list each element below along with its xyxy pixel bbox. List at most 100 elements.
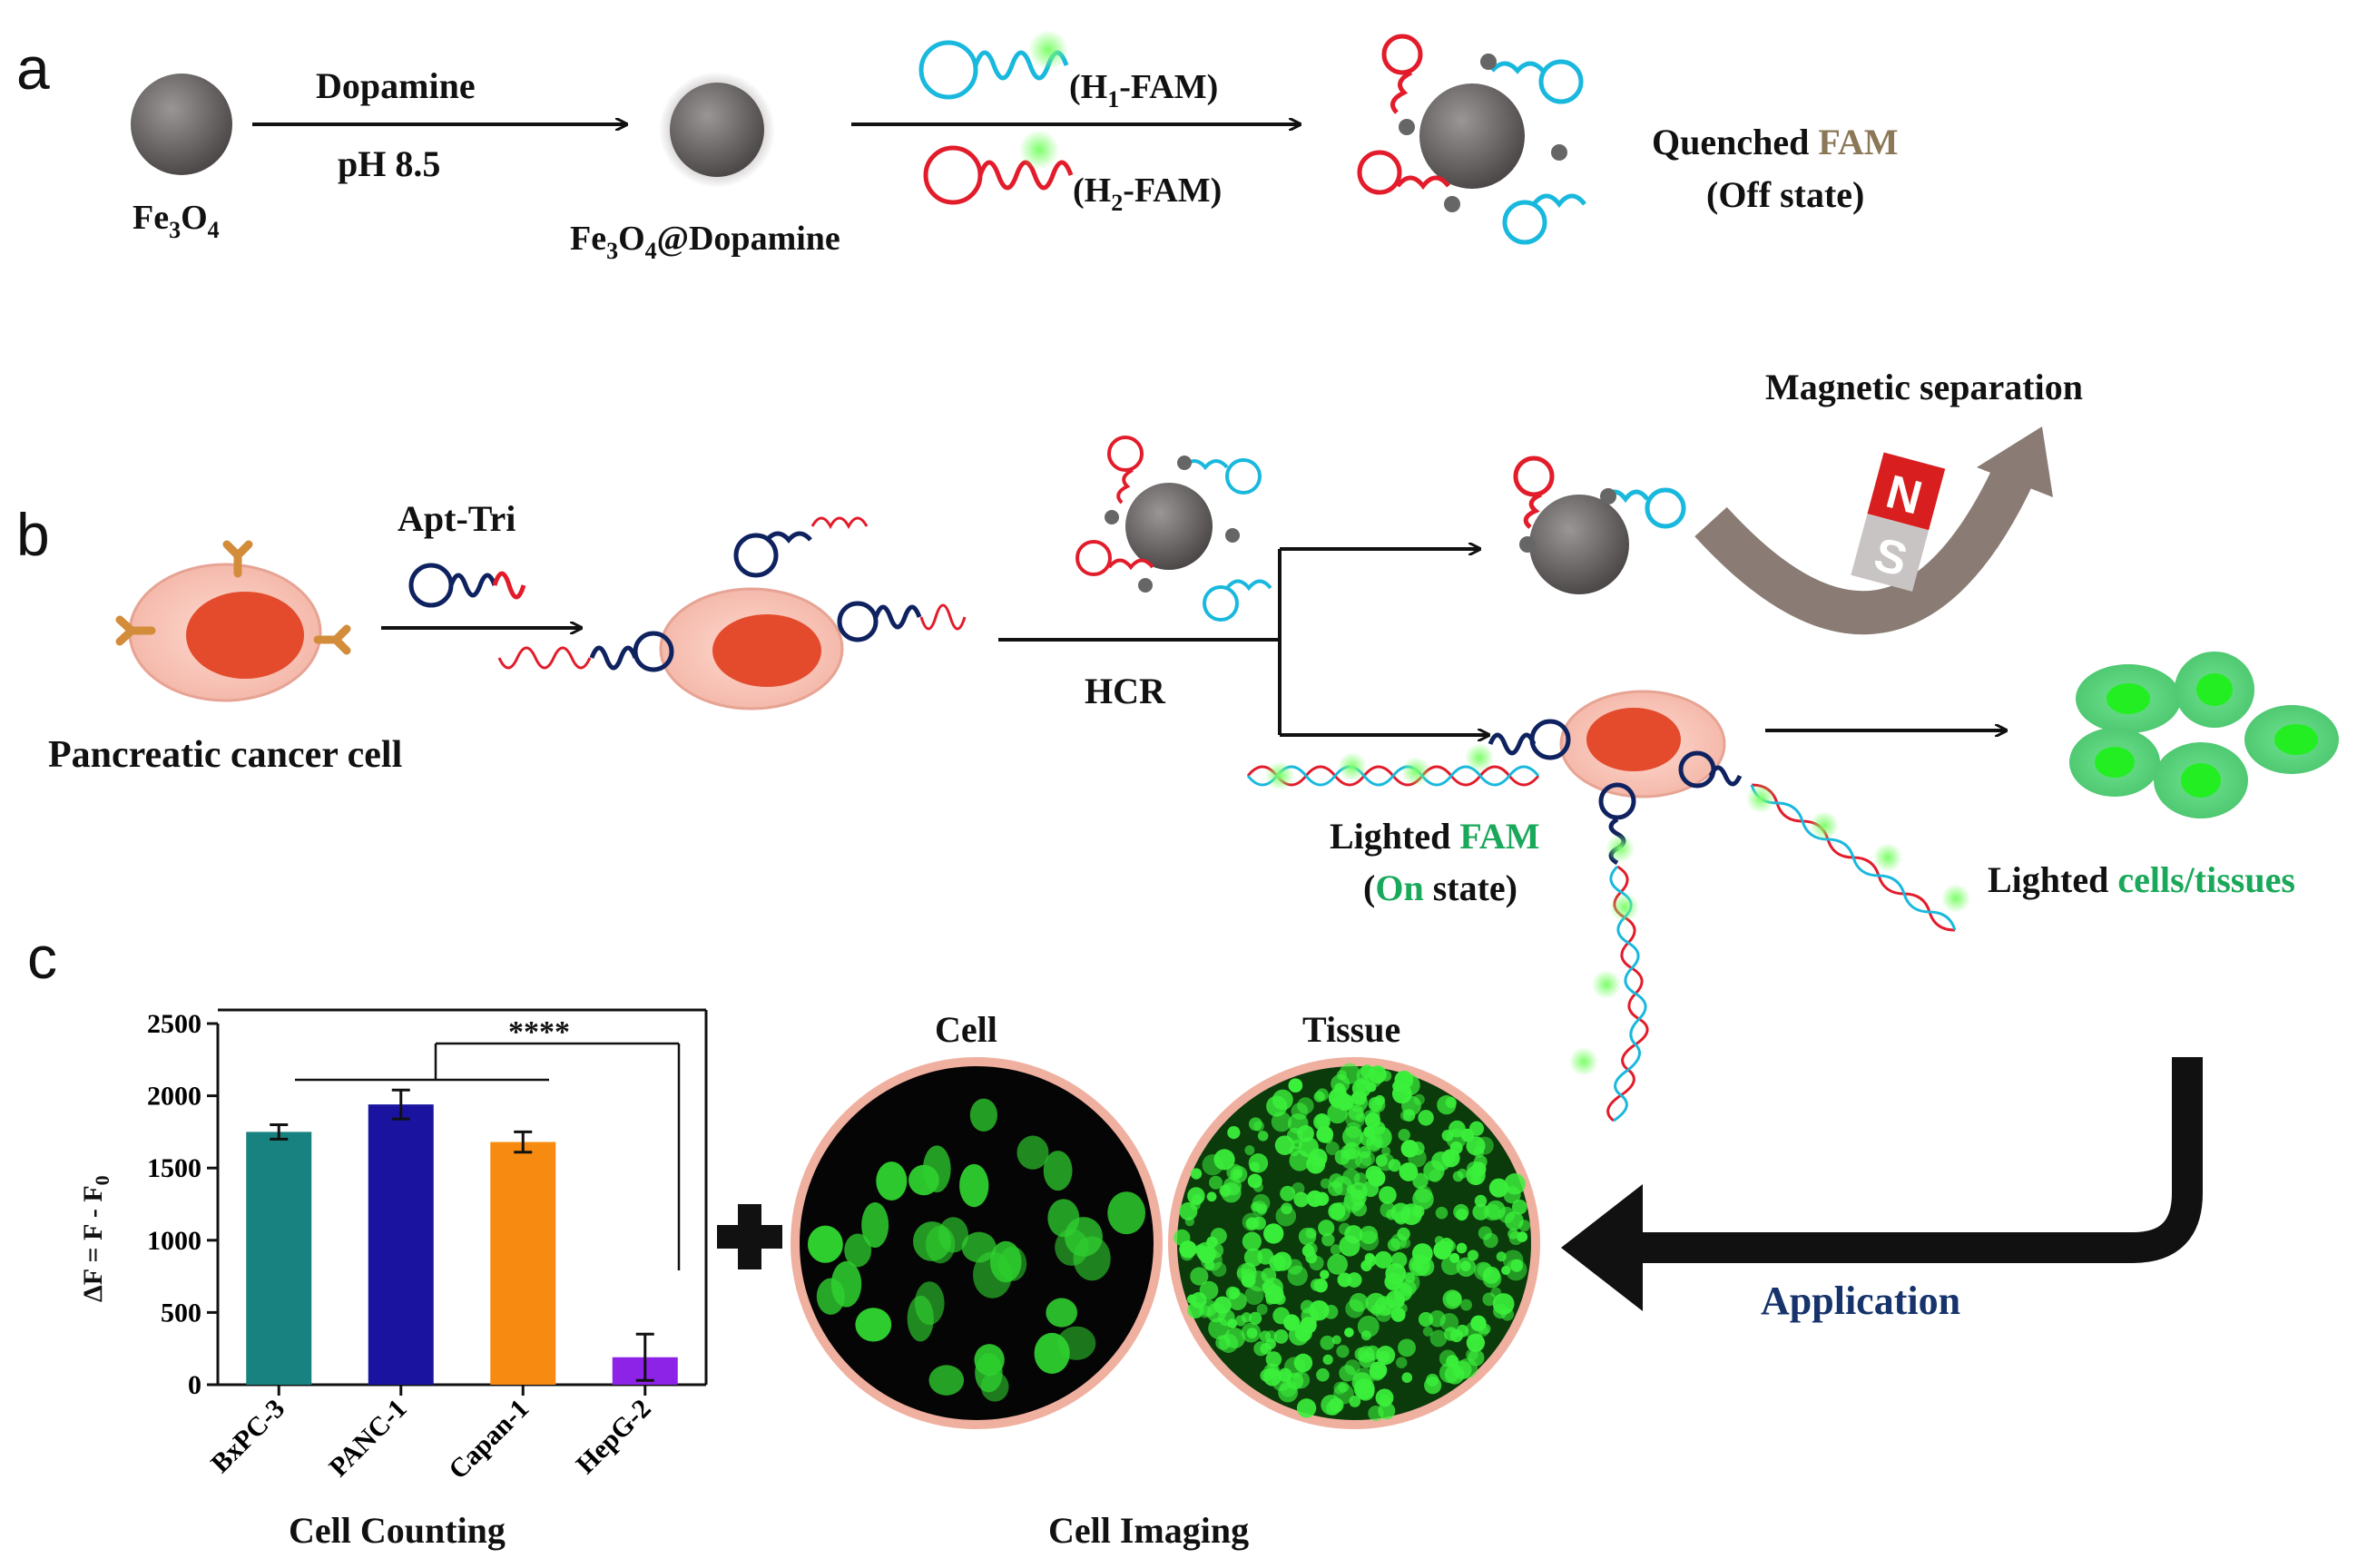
pancreatic-cell — [115, 540, 351, 702]
tissue-cell — [1349, 1396, 1361, 1407]
tissue-title: Tissue — [1302, 1009, 1400, 1050]
tissue-cell — [1257, 1131, 1269, 1142]
y-tick-label: 500 — [161, 1298, 201, 1328]
y-tick-label: 1000 — [147, 1226, 201, 1256]
tissue-cell — [1316, 1125, 1334, 1143]
tissue-cell — [1360, 1064, 1374, 1079]
cell-nucleus — [961, 1231, 997, 1263]
tissue-cell — [1486, 1200, 1506, 1220]
tissue-cell — [1426, 1373, 1439, 1387]
tissue-cell — [1378, 1402, 1396, 1420]
tissue-cell — [1179, 1201, 1198, 1220]
tissue-cell — [1396, 1303, 1408, 1314]
x-tick-label: Capan-1 — [443, 1394, 535, 1485]
tissue-cell — [1429, 1329, 1448, 1348]
on-state-label: (On state) — [1363, 867, 1517, 908]
tissue-cell — [1460, 1298, 1472, 1311]
cell-nucleus — [925, 1225, 956, 1264]
tissue-cell — [1479, 1323, 1491, 1335]
tissue-cell — [1296, 1398, 1317, 1418]
tissue-cell — [1298, 1227, 1317, 1246]
cell-nucleus — [1016, 1135, 1049, 1170]
tissue-cell — [1243, 1248, 1263, 1267]
tissue-cell — [1263, 1223, 1284, 1244]
tissue-cell — [1457, 1168, 1468, 1179]
cell-nucleus — [1107, 1191, 1146, 1235]
tissue-cell — [1339, 1365, 1356, 1382]
tissue-cell — [1190, 1168, 1203, 1180]
tissue-cell — [1331, 1335, 1341, 1345]
tissue-cell — [1376, 1346, 1396, 1366]
tissue-cell — [1300, 1299, 1314, 1314]
tissue-cell — [1381, 1146, 1391, 1156]
tissue-cell — [1337, 1272, 1352, 1288]
tissue-cell — [1248, 1311, 1262, 1326]
panel-a: Fe3O4 Dopamine pH 8.5 Fe3O4@Dopamine (H1… — [131, 30, 1898, 264]
fe3o4-particle — [131, 74, 232, 175]
tissue-cell — [1474, 1194, 1488, 1208]
cell-nucleus — [928, 1365, 965, 1396]
tissue-cell — [1310, 1279, 1323, 1291]
panel-c-letter: c — [27, 924, 57, 991]
tissue-cell — [1321, 1233, 1335, 1247]
tissue-cell — [1504, 1210, 1524, 1230]
tissue-cell — [1353, 1172, 1368, 1186]
tissue-cell — [1304, 1242, 1318, 1256]
tissue-cell — [1286, 1259, 1303, 1275]
lighted-cells-label: Lighted cells/tissues — [1988, 859, 2295, 900]
panel-b: Pancreatic cancer cell Apt-Tri — [48, 367, 2339, 1122]
tissue-cell — [1456, 1242, 1468, 1254]
h1-hairpin-icon — [918, 30, 1069, 100]
tissue-cell — [1309, 1255, 1324, 1271]
y-tick-label: 2000 — [147, 1082, 201, 1112]
tissue-cell — [1201, 1250, 1223, 1271]
tissue-cell — [1227, 1125, 1241, 1140]
x-tick-label: HepG-2 — [570, 1394, 656, 1480]
tissue-cell — [1260, 1342, 1272, 1355]
x-tick-label: PANC-1 — [323, 1394, 412, 1483]
tissue-cell — [1412, 1188, 1434, 1210]
cell-nucleus — [861, 1202, 889, 1249]
tissue-cell — [1356, 1382, 1375, 1401]
tissue-cell — [1442, 1151, 1456, 1164]
tissue-cell — [1242, 1231, 1262, 1251]
tissue-cell — [1274, 1135, 1295, 1155]
significance-stars: **** — [508, 1015, 570, 1049]
tissue-cell — [1434, 1235, 1444, 1246]
tissue-cell — [1418, 1110, 1434, 1126]
apt-tri-icon — [408, 563, 526, 608]
tissue-cell — [1297, 1097, 1314, 1114]
tissue-cell — [1505, 1259, 1527, 1281]
tissue-cell — [1386, 1273, 1404, 1291]
cell-nucleus — [908, 1164, 939, 1196]
tissue-cell — [1435, 1206, 1449, 1220]
tissue-cell — [1400, 1140, 1419, 1158]
tissue-cell — [1398, 1129, 1410, 1142]
cell-nucleus — [876, 1161, 908, 1200]
tissue-cell — [1412, 1205, 1425, 1218]
cell-label: Pancreatic cancer cell — [48, 734, 402, 776]
tissue-cell — [1288, 1078, 1303, 1093]
y-tick-label: 1500 — [147, 1153, 201, 1183]
tissue-cell — [1379, 1186, 1397, 1204]
tissue-cell — [1474, 1261, 1493, 1281]
cell-nucleus — [807, 1225, 843, 1263]
tissue-cell — [1298, 1136, 1319, 1158]
tissue-cell — [1401, 1372, 1413, 1383]
tissue-cell — [1244, 1145, 1255, 1156]
tissue-cell — [1482, 1292, 1497, 1307]
lighted-cells-icon — [2069, 652, 2339, 818]
tissue-cell — [1453, 1203, 1469, 1220]
tissue-cell — [1397, 1227, 1410, 1241]
dna-strand-right — [1746, 783, 1970, 932]
tissue-cell — [1316, 1367, 1330, 1382]
probe-complex — [1075, 436, 1272, 622]
tissue-cell — [1399, 1162, 1419, 1181]
off-state-label: (Off state) — [1706, 174, 1864, 215]
tissue-cell — [1442, 1289, 1462, 1309]
tissue-cell — [1433, 1240, 1452, 1260]
tissue-cell — [1280, 1185, 1296, 1201]
tissue-cell — [1369, 1365, 1385, 1381]
dna-strand-down — [1569, 834, 1649, 1122]
tissue-cell — [1247, 1173, 1262, 1189]
